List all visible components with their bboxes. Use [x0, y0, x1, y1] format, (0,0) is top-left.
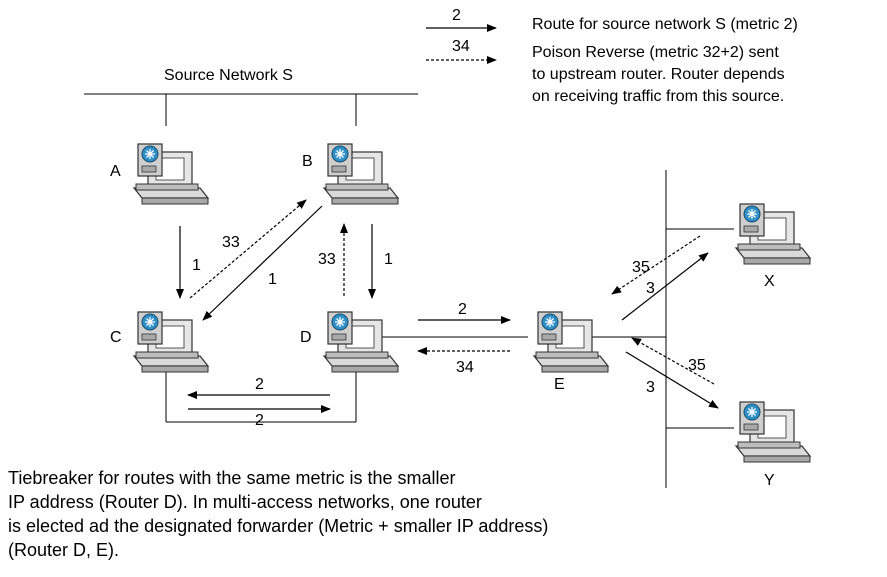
legend-dashed-line-1: Poison Reverse (metric 32+2) sent — [532, 44, 779, 61]
metric-e-to-y: 3 — [646, 379, 655, 396]
legend-dashed-line-2: to upstream router. Router depends — [532, 66, 785, 83]
router-c[interactable] — [133, 311, 209, 373]
metric-c-to-b-poison: 33 — [222, 234, 240, 251]
arrow-c-to-b-poison — [189, 199, 307, 299]
footnote-line-4: (Router D, E). — [8, 540, 120, 560]
router-a[interactable] — [133, 143, 209, 205]
router-y-label: Y — [764, 472, 775, 489]
router-d-label: D — [300, 329, 312, 346]
router-y[interactable] — [735, 401, 811, 463]
arrow-x-to-e-poison — [611, 235, 701, 295]
legend-arrows — [426, 24, 497, 64]
footnote-line-2: IP address (Router D). In multi-access n… — [8, 492, 482, 512]
arrow-e-to-y — [625, 351, 719, 409]
router-x-label: X — [764, 273, 775, 290]
metric-b-to-d: 1 — [384, 251, 393, 268]
metric-c-to-d: 2 — [255, 412, 264, 429]
legend-solid-description: Route for source network S (metric 2) — [532, 16, 798, 33]
metric-a-to-c: 1 — [192, 257, 201, 274]
footnote: Tiebreaker for routes with the same metr… — [8, 466, 628, 562]
metric-x-to-e-poison: 35 — [632, 259, 650, 276]
router-c-label: C — [110, 329, 122, 346]
router-a-label: A — [110, 163, 121, 180]
arrow-e-to-x — [621, 252, 709, 321]
metric-e-to-d-poison: 34 — [456, 359, 474, 376]
router-d[interactable] — [323, 311, 399, 373]
routing-arrows — [176, 199, 719, 413]
legend: Route for source network S (metric 2) Po… — [532, 14, 882, 114]
router-e[interactable] — [533, 311, 609, 373]
router-x[interactable] — [735, 203, 811, 265]
metric-b-to-c: 1 — [268, 271, 277, 288]
legend-dashed-line-3: on receiving traffic from this source. — [532, 88, 785, 105]
router-b[interactable] — [323, 143, 399, 205]
metric-y-to-e-poison: 35 — [688, 357, 706, 374]
legend-solid-metric: 2 — [452, 7, 461, 24]
legend-dashed-metric: 34 — [452, 38, 470, 55]
source-network-label: Source Network S — [164, 67, 293, 84]
metric-d-to-c: 2 — [255, 376, 264, 393]
router-e-label: E — [554, 376, 565, 393]
metric-d-to-e: 2 — [458, 301, 467, 318]
metric-e-to-x: 3 — [646, 280, 655, 297]
arrow-y-to-e-poison — [631, 337, 715, 385]
router-b-label: B — [302, 153, 313, 170]
arrow-b-to-c — [202, 205, 323, 321]
footnote-line-3: is elected ad the designated forwarder (… — [8, 516, 549, 536]
network-segments — [84, 93, 734, 488]
footnote-line-1: Tiebreaker for routes with the same metr… — [8, 468, 456, 488]
metric-d-to-b-poison: 33 — [318, 251, 336, 268]
